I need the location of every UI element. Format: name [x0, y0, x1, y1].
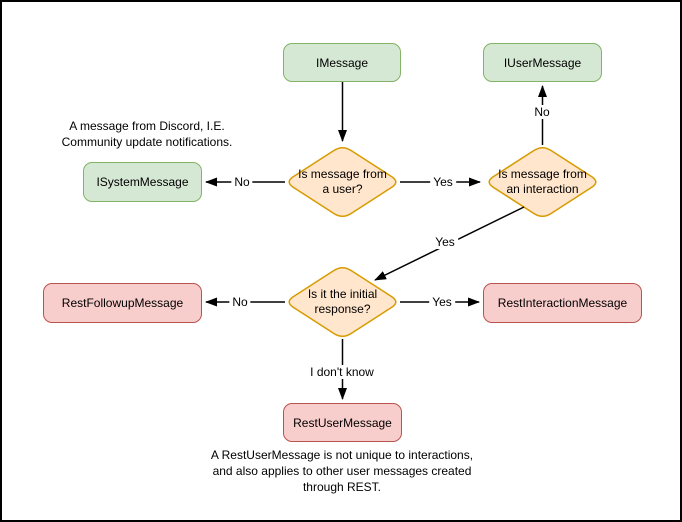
- edge-label-yes-interactionmessage: Yes: [429, 295, 455, 309]
- note-line: and also applies to other user messages …: [212, 464, 472, 478]
- node-imessage: IMessage: [283, 43, 401, 82]
- node-restfollowupmessage: RestFollowupMessage: [43, 283, 202, 323]
- edge-label-i-dont-know: I don't know: [307, 365, 377, 379]
- decision-is-from-user-shape: [288, 146, 397, 218]
- note-system-message: A message from Discord, I.E. Community u…: [32, 118, 262, 150]
- edge-label-no-followup: No: [229, 295, 251, 309]
- edge-label-yes-interaction: Yes: [430, 175, 456, 189]
- note-line: Community update notifications.: [61, 135, 233, 149]
- node-restusermessage: RestUserMessage: [283, 403, 402, 442]
- edge-label-no-usermessage: No: [531, 105, 553, 119]
- node-isystemmessage: ISystemMessage: [83, 162, 202, 202]
- decision-is-initial-response-shape: [288, 266, 397, 338]
- note-line: A RestUserMessage is not unique to inter…: [210, 448, 474, 462]
- node-iusermessage: IUserMessage: [483, 43, 602, 82]
- note-rest-user-message: A RestUserMessage is not unique to inter…: [162, 447, 522, 495]
- decision-is-from-interaction-shape: [488, 146, 597, 218]
- edge-label-no-system: No: [231, 175, 253, 189]
- note-line: through REST.: [302, 480, 382, 494]
- note-line: A message from Discord, I.E.: [69, 119, 225, 133]
- node-restinteractionmessage: RestInteractionMessage: [483, 283, 642, 323]
- edge-label-yes-initial: Yes: [432, 235, 458, 249]
